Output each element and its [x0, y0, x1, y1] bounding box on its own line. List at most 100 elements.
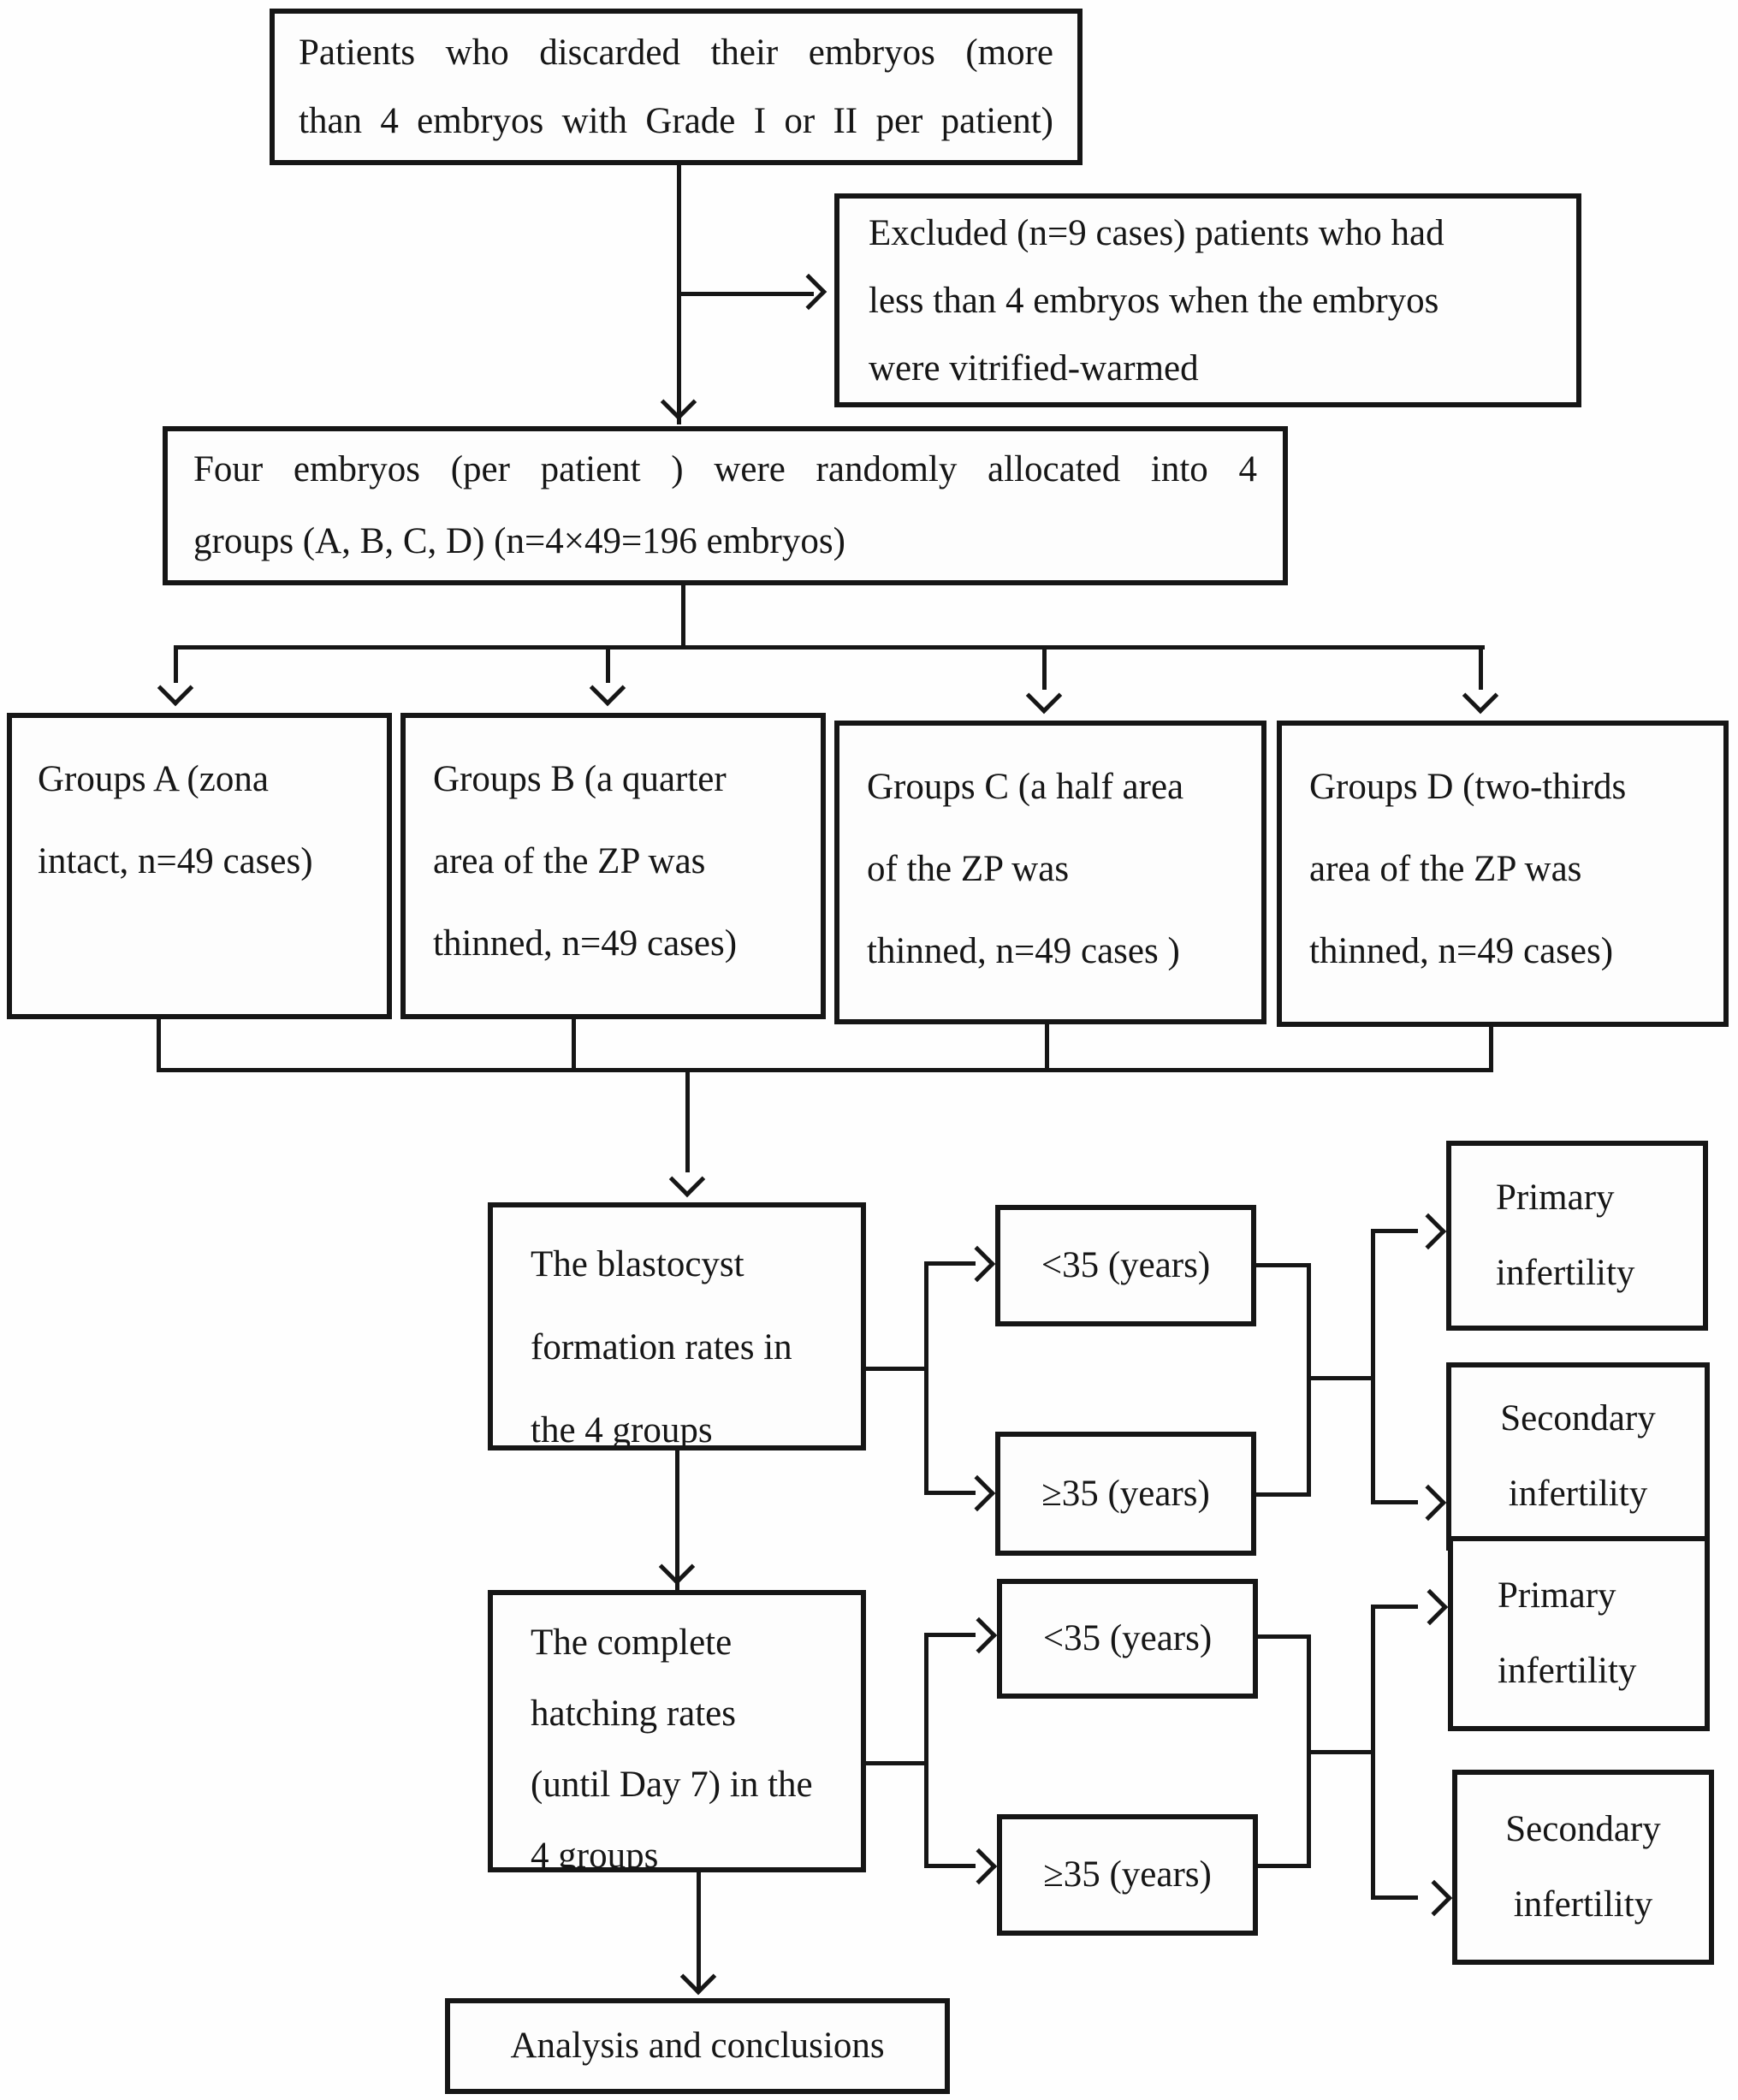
connector-bar-to-group-a: [174, 645, 178, 683]
arrowhead-down-group-b-icon: [589, 669, 626, 707]
blastocyst-rates-box-line: The blastocyst: [531, 1244, 744, 1284]
group-a-box-line: Groups A (zona: [38, 759, 269, 799]
arrowhead-right-primary-first-icon: [1409, 1213, 1447, 1250]
arrowhead-right-secondary-second-icon: [1415, 1879, 1453, 1917]
connector-group-c-to-merge: [1045, 1024, 1049, 1072]
connector-to-under-35-second: [924, 1633, 976, 1637]
connector-group-b-to-merge: [572, 1019, 576, 1072]
primary-infertility-line: infertility: [1498, 1651, 1637, 1691]
connector-to-secondary-first: [1371, 1500, 1418, 1504]
over-35-label: ≥35 (years): [1041, 1473, 1210, 1514]
connector-under-35-first-stub: [1256, 1263, 1311, 1267]
connector-group-a-to-merge: [157, 1019, 161, 1072]
secondary-infertility-line: Secondary: [1505, 1809, 1661, 1849]
group-b-box-line: area of the ZP was: [433, 841, 706, 881]
connector-bar-to-group-d: [1479, 645, 1483, 690]
arrowhead-down-blastocyst-icon: [668, 1160, 706, 1198]
excluded-box-line: less than 4 embryos when the embryos: [869, 280, 1439, 321]
distribution-bar: [174, 645, 1485, 650]
group-a-box: Groups A (zona intact, n=49 cases): [7, 713, 392, 1019]
secondary-infertility-line: infertility: [1513, 1884, 1653, 1925]
group-d-box-line: Groups D (two-thirds: [1309, 767, 1627, 807]
arrowhead-down-group-d-icon: [1462, 677, 1499, 715]
patients-box-line: than 4 embryos with Grade I or II per pa…: [299, 100, 1053, 141]
arrowhead-down-hatching-icon: [658, 1548, 696, 1586]
patients-box: Patients who discarded their embryos (mo…: [270, 9, 1083, 165]
under-35-label: <35 (years): [1042, 1618, 1213, 1658]
under-35-box-second: <35 (years): [997, 1579, 1258, 1699]
arrowhead-right-primary-second-icon: [1411, 1588, 1449, 1626]
infertility-split-bar-first: [1371, 1229, 1375, 1504]
group-d-box-line: thinned, n=49 cases): [1309, 931, 1614, 971]
connector-branch-to-excluded: [677, 292, 814, 296]
allocation-box-line: groups (A, B, C, D) (n=4×49=196 embryos): [193, 521, 845, 561]
allocation-box-line: Four embryos (per patient ) were randoml…: [193, 449, 1257, 489]
arrowhead-right-over-35-first-icon: [958, 1474, 996, 1512]
secondary-infertility-box-second: Secondary infertility: [1452, 1770, 1714, 1965]
age-split-bar-second: [924, 1633, 928, 1868]
connector-to-over-35-first: [924, 1491, 976, 1495]
connector-blastocyst-to-hatching: [675, 1450, 679, 1590]
excluded-box-line: were vitrified-warmed: [869, 347, 1199, 389]
arrowhead-right-secondary-first-icon: [1409, 1484, 1447, 1522]
infertility-split-bar-second: [1371, 1605, 1375, 1900]
analysis-conclusions-box: Analysis and conclusions: [445, 1998, 950, 2094]
arrowhead-down-group-a-icon: [157, 669, 194, 707]
merge-bar: [157, 1068, 1493, 1072]
primary-infertility-line: Primary: [1496, 1178, 1615, 1218]
group-d-box-line: area of the ZP was: [1309, 849, 1582, 889]
connector-collect-to-split-second: [1307, 1750, 1375, 1754]
connector-to-secondary-second: [1371, 1895, 1418, 1900]
connector-allocation-to-bar: [681, 585, 685, 649]
connector-collect-to-split-first: [1307, 1376, 1375, 1380]
primary-infertility-box-first: Primary infertility: [1446, 1141, 1708, 1331]
connector-over-35-first-stub: [1256, 1492, 1311, 1497]
blastocyst-rates-box-line: formation rates in: [531, 1327, 792, 1367]
connector-bar-to-group-b: [606, 645, 610, 683]
group-d-box: Groups D (two-thirds area of the ZP was …: [1277, 721, 1729, 1027]
group-c-box-line: thinned, n=49 cases ): [867, 931, 1180, 971]
over-35-box-first: ≥35 (years): [995, 1432, 1256, 1556]
group-c-box-line: Groups C (a half area: [867, 767, 1184, 807]
connector-hatching-to-analysis: [697, 1872, 701, 1992]
connector-to-primary-first: [1371, 1229, 1418, 1233]
primary-infertility-box-second: Primary infertility: [1448, 1536, 1710, 1731]
connector-to-over-35-second: [924, 1864, 976, 1868]
arrowhead-down-allocation-icon: [660, 383, 697, 421]
hatching-rates-box-line: (until Day 7) in the: [531, 1765, 813, 1805]
group-a-box-line: intact, n=49 cases): [38, 841, 313, 881]
arrowhead-down-group-c-icon: [1025, 677, 1063, 715]
allocation-box: Four embryos (per patient ) were randoml…: [163, 426, 1288, 585]
arrowhead-right-under-35-first-icon: [958, 1245, 996, 1283]
connector-merge-to-blastocyst: [685, 1068, 690, 1172]
secondary-infertility-box-first: Secondary infertility: [1446, 1362, 1710, 1551]
hatching-rates-box-line: 4 groups: [531, 1836, 659, 1872]
blastocyst-rates-box: The blastocyst formation rates in the 4 …: [488, 1202, 866, 1450]
connector-over-35-second-stub: [1258, 1864, 1311, 1868]
excluded-box-line: Excluded (n=9 cases) patients who had: [869, 212, 1444, 253]
secondary-infertility-line: Secondary: [1500, 1398, 1656, 1439]
hatching-rates-box: The complete hatching rates (until Day 7…: [488, 1590, 866, 1872]
group-b-box: Groups B (a quarter area of the ZP was t…: [400, 713, 826, 1019]
secondary-infertility-line: infertility: [1508, 1474, 1648, 1514]
age-split-bar-first: [924, 1261, 928, 1495]
patients-box-line: Patients who discarded their embryos (mo…: [299, 32, 1053, 73]
over-35-label: ≥35 (years): [1043, 1854, 1212, 1895]
group-b-box-line: Groups B (a quarter: [433, 759, 727, 799]
connector-bar-to-group-c: [1042, 645, 1047, 690]
group-b-box-line: thinned, n=49 cases): [433, 923, 738, 964]
under-35-box-first: <35 (years): [995, 1205, 1256, 1326]
arrowhead-right-under-35-second-icon: [960, 1617, 998, 1654]
over-35-box-second: ≥35 (years): [997, 1814, 1258, 1936]
arrowhead-right-excluded-icon: [790, 273, 827, 311]
connector-hatching-stub: [866, 1761, 928, 1765]
group-c-box-line: of the ZP was: [867, 849, 1070, 889]
arrowhead-down-analysis-icon: [679, 1958, 717, 1996]
excluded-box: Excluded (n=9 cases) patients who had le…: [834, 193, 1581, 407]
under-35-label: <35 (years): [1041, 1245, 1211, 1285]
hatching-rates-box-line: hatching rates: [531, 1694, 736, 1734]
connector-under-35-second-stub: [1258, 1634, 1311, 1639]
primary-infertility-line: infertility: [1496, 1253, 1635, 1293]
group-c-box: Groups C (a half area of the ZP was thin…: [834, 721, 1266, 1024]
